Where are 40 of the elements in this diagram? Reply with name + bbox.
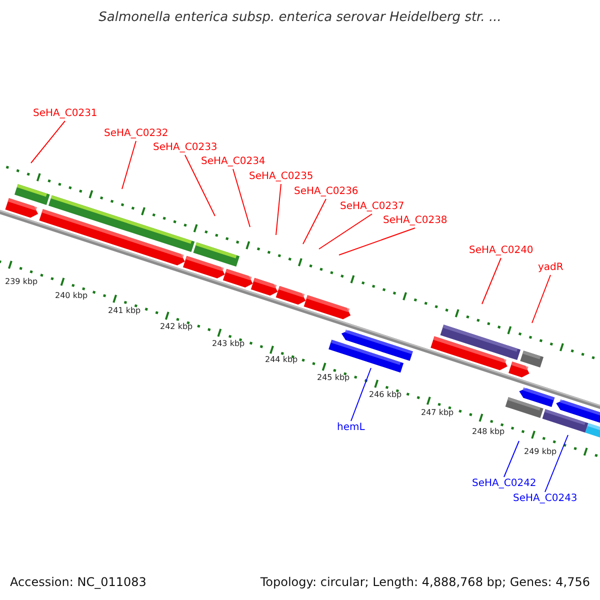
leader-line (504, 440, 520, 478)
leader-line (544, 434, 568, 492)
leader-line (302, 198, 326, 244)
gene-label: SeHA_C0236 (294, 186, 358, 198)
leader-line (532, 274, 551, 324)
scale-label: 244 kbp (265, 355, 298, 365)
leader-line (30, 120, 66, 164)
gene-label: SeHA_C0237 (340, 201, 404, 213)
gene-label: hemL (337, 422, 365, 434)
scale-label: 239 kbp (5, 277, 38, 287)
leader-line (122, 140, 136, 190)
leader-line (276, 184, 282, 236)
leader-line (184, 154, 216, 216)
leader-line (482, 258, 502, 304)
map-title: Salmonella enterica subsp. enterica serovar Heidelberg str. ... (98, 10, 502, 26)
scale-label: 241 kbp (108, 306, 141, 316)
gene-label: SeHA_C0231 (33, 108, 98, 120)
footer-text: Topology: circular; Length: 4,888,768 bp; Genes: 4,756 (260, 575, 590, 589)
scale-label: 245 kbp (317, 373, 350, 383)
gene-label: SeHA_C0234 (201, 156, 266, 168)
leader-line (338, 228, 416, 256)
scale-label: 243 kbp (212, 339, 245, 349)
scale-label: 248 kbp (472, 427, 505, 437)
gene-label: SeHA_C0233 (153, 142, 218, 154)
gene-label: SeHA_C0240 (469, 245, 534, 257)
scale-label: 247 kbp (421, 408, 454, 418)
gene-label: SeHA_C0242 (472, 478, 536, 490)
gene-label: SeHA_C0232 (104, 128, 168, 140)
leader-line (318, 214, 372, 250)
scale-label: 249 kbp (524, 447, 557, 457)
gene-label: SeHA_C0238 (383, 215, 448, 227)
scale-label: 240 kbp (55, 291, 88, 301)
gene-label: SeHA_C0243 (513, 493, 578, 505)
leader-line (350, 368, 372, 422)
scale-label: 242 kbp (160, 322, 193, 332)
leader-line (232, 168, 250, 228)
footer-text: Accession: NC_011083 (10, 575, 146, 589)
gene-label: yadR (538, 262, 564, 274)
scale-label: 246 kbp (369, 390, 402, 400)
gene-label: SeHA_C0235 (249, 171, 314, 183)
